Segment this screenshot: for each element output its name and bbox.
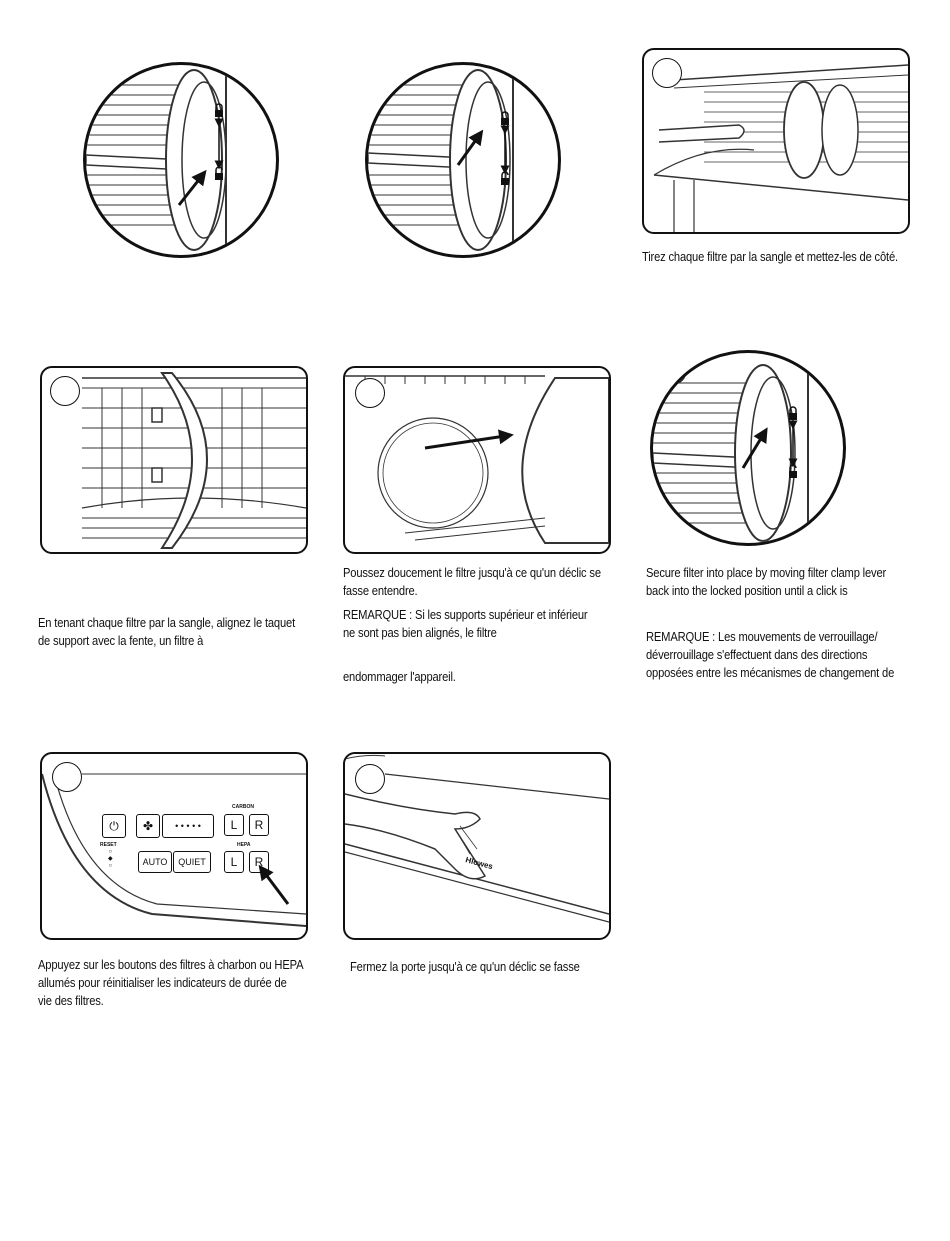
lock-icon xyxy=(789,406,797,420)
carbon-label: CARBON xyxy=(232,804,254,810)
reset-indicators: ○◆○ xyxy=(108,849,113,869)
step-number-circle xyxy=(355,378,385,408)
arrow-icon xyxy=(177,169,207,206)
arrow-icon xyxy=(424,429,514,450)
step7-illustration: ⏻ ✤ • • • • • CARBON L R RESET ○◆○ AUTO … xyxy=(40,752,308,940)
step1-illustration xyxy=(83,62,279,258)
step9-caption: Fermez la porte jusqu'à ce qu'un déclic … xyxy=(350,959,580,974)
lock-icon xyxy=(215,103,223,117)
step6-illustration xyxy=(650,350,846,546)
arrow-icon xyxy=(258,864,290,905)
step-number-circle xyxy=(652,58,682,88)
step-number-circle xyxy=(50,376,80,406)
step3-illustration xyxy=(642,48,910,234)
step6-caption: Poussez doucement le filtre jusqu'à ce q… xyxy=(343,565,601,684)
arrow-icon xyxy=(741,427,768,469)
unlock-icon xyxy=(215,166,223,180)
step-number-circle xyxy=(52,762,82,792)
power-button[interactable]: ⏻ xyxy=(102,814,126,838)
lock-icon xyxy=(501,111,509,125)
fan-icon: ✤ xyxy=(142,819,154,833)
step8-caption: Appuyez sur les boutons des filtres à ch… xyxy=(38,957,303,1008)
step8-illustration: Hlowes xyxy=(343,752,611,940)
step5-caption: En tenant chaque filtre par la sangle, a… xyxy=(38,615,296,648)
step4-illustration xyxy=(40,366,308,554)
fan-button[interactable]: ✤ xyxy=(136,814,160,838)
step2-illustration xyxy=(365,62,561,258)
unlock-icon xyxy=(789,464,797,478)
hepa-label: HEPA xyxy=(237,842,251,848)
step5-illustration xyxy=(343,366,611,554)
step3-caption: Tirez chaque filtre par la sangle et met… xyxy=(642,249,898,264)
unlock-icon xyxy=(501,171,509,185)
reset-label: RESET xyxy=(100,842,117,848)
step7-caption: Secure filter into place by moving filte… xyxy=(646,565,895,680)
carbon-left-button[interactable]: L xyxy=(224,814,244,836)
arrow-icon xyxy=(456,129,484,166)
carbon-right-button[interactable]: R xyxy=(249,814,269,836)
step-number-circle xyxy=(657,355,687,385)
quiet-button[interactable]: QUIET xyxy=(173,851,211,873)
hepa-left-button[interactable]: L xyxy=(224,851,244,873)
speed-indicator: • • • • • xyxy=(162,814,214,838)
speed-dots: • • • • • xyxy=(175,821,201,831)
auto-button[interactable]: AUTO xyxy=(138,851,172,873)
step-number-circle xyxy=(355,764,385,794)
power-icon: ⏻ xyxy=(109,819,119,833)
